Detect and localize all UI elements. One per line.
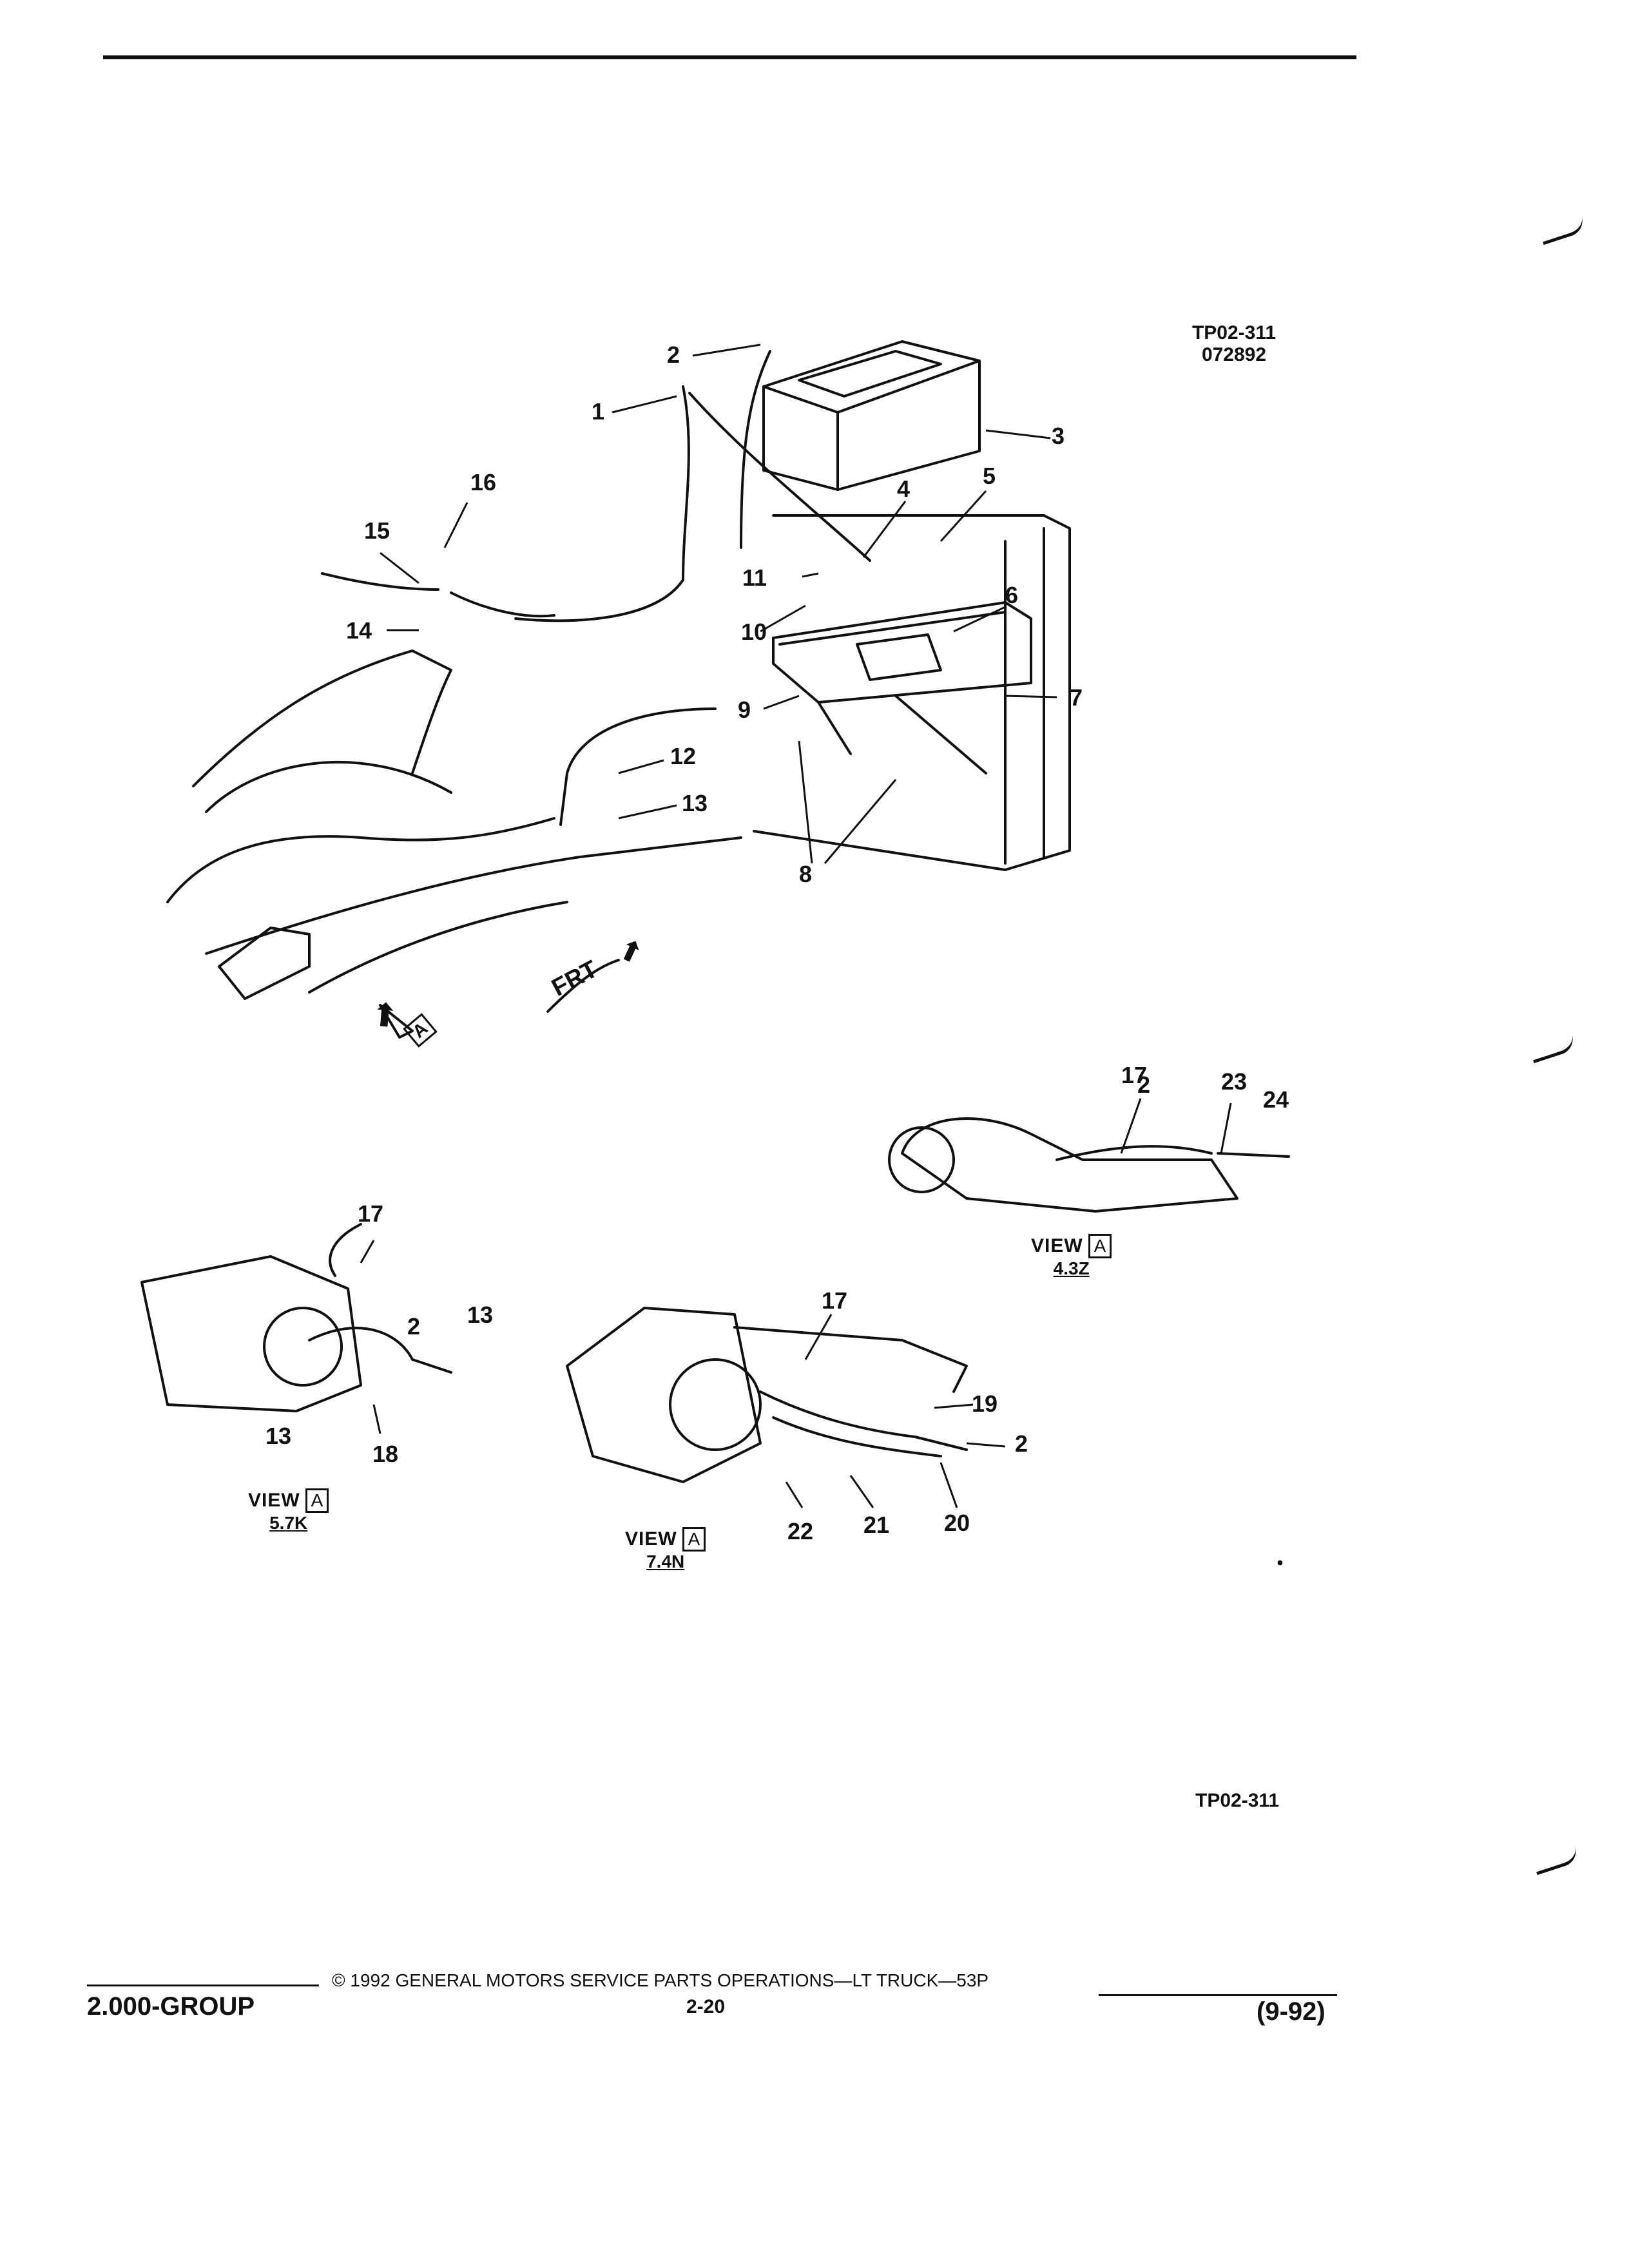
view-5-7k-code: 5.7K [269,1513,308,1533]
view-7-4n-callout-17: 17 [822,1287,848,1314]
callout-1: 1 [592,398,605,425]
view-5-7k-marker: A [305,1488,329,1513]
callout-14: 14 [346,617,372,644]
view-4-3z-label: VIEW [1031,1235,1083,1256]
callout-15: 15 [364,517,390,544]
footer-rule-right [1099,1994,1337,1996]
callout-6: 6 [1005,582,1019,608]
callout-11: 11 [742,564,767,591]
callout-9: 9 [738,697,751,723]
view-7-4n-callout-22: 22 [787,1518,814,1544]
view-5-7k-callout-18: 18 [372,1441,399,1467]
view-7-4n-callout-21: 21 [863,1512,890,1538]
footer-date: (9-92) [1257,1997,1325,2026]
callout-8: 8 [799,861,813,887]
view-5-7k-label: VIEW [248,1490,300,1511]
callout-12: 12 [670,743,697,769]
callout-4: 4 [897,476,911,502]
callout-7: 7 [1070,684,1083,711]
callout-13: 13 [682,790,708,816]
figure-ref-code: TP02-311 [1191,322,1277,343]
view-7-4n-callout-2: 2 [1015,1430,1028,1457]
view-7-4n-label: VIEW [625,1528,677,1550]
callout-5: 5 [983,463,996,489]
callout-3: 3 [1052,423,1065,449]
header-rule [103,55,1356,59]
view-7-4n-callout-19: 19 [972,1390,998,1417]
callout-16: 16 [470,469,497,495]
view-7-4n-marker: A [682,1527,706,1552]
footer-copyright: © 1992 GENERAL MOTORS SERVICE PARTS OPER… [332,1970,989,1990]
view-5-7k-callout-13a: 13 [467,1302,494,1328]
view-4-3z-marker: A [1088,1234,1112,1258]
view-4-3z-callout-24: 24 [1263,1086,1289,1113]
callout-10: 10 [741,619,767,645]
footer-rule-left [87,1984,319,1986]
callout-2: 2 [667,341,680,368]
view-4-3z-callout-2: 2 [1137,1072,1151,1098]
figure-ref: TP02-311 072892 [1179,322,1289,366]
view-7-4n-callout-20: 20 [944,1510,970,1536]
bottom-figure-ref: TP02-311 [1195,1790,1280,1811]
view-4-3z-callout-17: 17 [1121,1062,1148,1088]
view-7-4n-code: 7.4N [646,1552,685,1571]
view-4-3z-callout-23: 23 [1221,1068,1248,1095]
view-4-3z-code: 4.3Z [1053,1258,1090,1278]
view-5-7k-callout-13b: 13 [265,1423,292,1449]
view-5-7k-callout-17: 17 [358,1200,384,1227]
figure-ref-date: 072892 [1201,344,1267,365]
view-5-7k-callout-2: 2 [407,1313,421,1340]
revision-mark-icon: ⸳ [1276,1542,1284,1576]
footer-page-number: 2-20 [686,1996,726,2017]
footer-group: 2.000-GROUP [87,1992,255,2021]
